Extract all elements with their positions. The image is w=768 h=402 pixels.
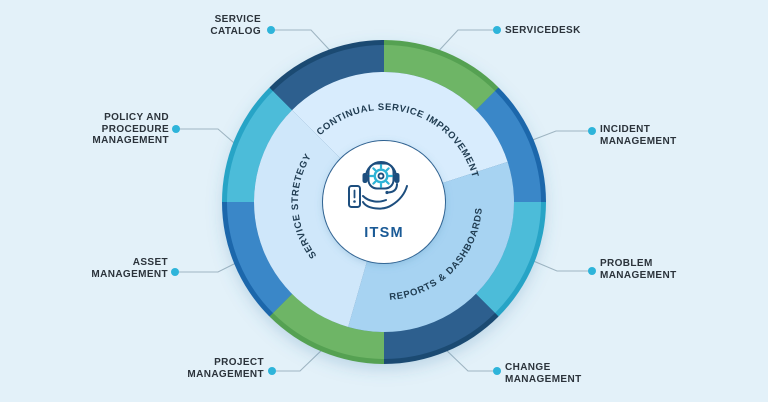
inner-segment-service-strategy (254, 110, 367, 327)
dot-project-management (268, 367, 276, 375)
dot-service-catalog (267, 26, 275, 34)
inner-segment-continual-service-improvement (292, 72, 508, 183)
gear-icon (369, 164, 393, 188)
earcup-left (362, 173, 368, 183)
outer-segment-policy (227, 90, 293, 202)
outer-segment-asset (227, 202, 293, 314)
inner-ring-segments (254, 72, 515, 333)
inner-segment-reports-dashboards (348, 161, 515, 333)
dot-problem-management (588, 267, 596, 275)
connector-asset-management (175, 260, 241, 273)
gear-hub (377, 172, 385, 180)
dot-incident-management (588, 127, 596, 135)
dot-policy-management (172, 125, 180, 133)
center-circle (323, 141, 445, 263)
callout-problem-management: PROBLEM MANAGEMENT (600, 258, 677, 281)
hand-palm (362, 185, 408, 210)
connector-policy-management (176, 128, 242, 150)
callout-servicedesk: SERVICEDESK (505, 25, 581, 36)
connector-lines (175, 29, 592, 372)
connector-servicedesk (433, 29, 497, 57)
connector-problem-management (530, 259, 592, 272)
outer-segment-service-catalog (272, 45, 384, 111)
itsm-icon (348, 161, 408, 210)
callout-project-management: PROJECT MANAGEMENT (187, 357, 264, 380)
device-exclamation-dot (353, 200, 356, 203)
callout-asset-management: ASSET MANAGEMENT (91, 257, 168, 280)
outer-segment-change (384, 293, 496, 359)
connector-project-management (272, 346, 326, 372)
outer-segment-project (272, 293, 384, 359)
wheel: CONTINUAL SERVICE IMPROVEMENT REPORTS & … (222, 40, 546, 364)
callout-incident-management: INCIDENT MANAGEMENT (600, 124, 677, 147)
outer-segment-servicedesk (384, 45, 496, 111)
mic-tip (385, 190, 389, 195)
connector-incident-management (529, 130, 592, 142)
dot-servicedesk (493, 26, 501, 34)
dot-asset-management (171, 268, 179, 276)
earcup-right (394, 173, 400, 183)
callout-policy-and-procedure-management: POLICY AND PROCEDURE MANAGEMENT (92, 112, 169, 146)
center-title: ITSM (364, 225, 403, 241)
outer-ring-segments (227, 45, 541, 359)
hand-thumb (362, 195, 387, 203)
outer-segment-problem (475, 202, 541, 314)
mic-boom (387, 183, 398, 194)
connector-dots (171, 26, 596, 375)
dot-change-management (493, 367, 501, 375)
callout-service-catalog: SERVICE CATALOG (210, 14, 261, 37)
connector-change-management (442, 346, 497, 372)
connector-service-catalog (271, 29, 338, 59)
outer-segment-incident (475, 90, 541, 202)
callout-change-management: CHANGE MANAGEMENT (505, 362, 582, 385)
